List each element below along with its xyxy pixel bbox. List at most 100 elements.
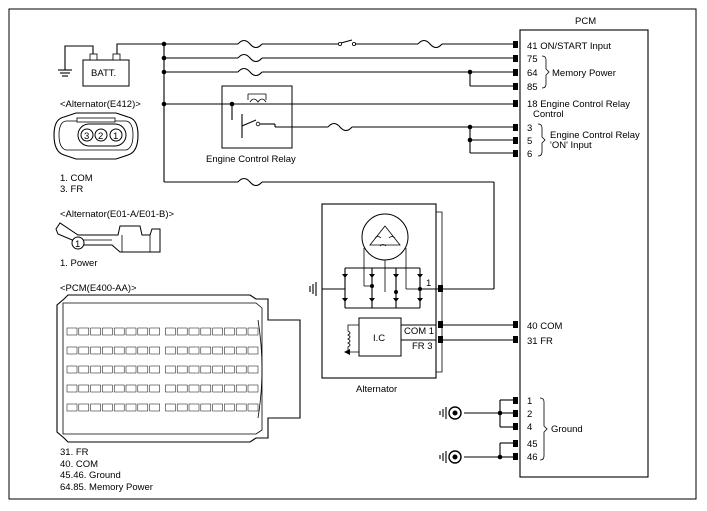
e412-legend-1: 1. COM	[60, 173, 93, 184]
e412-pin-2: 2	[98, 131, 103, 142]
pcm-connector-pin-cell	[78, 365, 90, 374]
pcm-connector-pin-cell	[235, 365, 247, 374]
pcm-connector-pin-cell	[176, 327, 188, 336]
pcm-com-label: 40 COM	[527, 321, 562, 332]
pcm-legend-2: 40. COM	[60, 459, 98, 470]
alternator-ic-label: I.C	[373, 333, 385, 344]
pcm-pin-g2: 2	[527, 409, 532, 420]
pcm-connector-pin-cell	[176, 403, 188, 412]
ecr-on-input-label: Engine Control Relay	[550, 130, 640, 141]
pcm-pin-g1: 1	[527, 396, 532, 407]
pcm-connector-pin-cell	[66, 327, 78, 336]
pcm-pin-64: 64	[527, 68, 538, 79]
pcm-pin-75: 75	[527, 54, 538, 65]
pcm-on-start-label: 41 ON/START Input	[527, 41, 611, 52]
pcm-connector-pin-cell	[125, 346, 137, 355]
ecr-control-label-2: Control	[533, 109, 564, 120]
pcm-connector-pin-cell	[149, 365, 160, 374]
ecr-control-label: 18 Engine Control Relay	[527, 99, 630, 110]
alternator-com-pin: COM 1	[404, 326, 434, 337]
pcm-connector-pin-cell	[212, 384, 223, 393]
pcm-connector-pin-cell	[66, 346, 78, 355]
ecr-on-input-label-2: 'ON' Input	[550, 140, 592, 151]
pcm-connector-pin-cell	[200, 327, 212, 336]
pcm-connector-pin-cell	[247, 327, 259, 336]
connector-e01-title: <Alternator(E01-A/E01-B)>	[60, 209, 175, 220]
e412-pin-3: 3	[84, 131, 89, 142]
pcm-connector-pin-cell	[66, 403, 78, 412]
alternator-fr-pin: FR 3	[412, 341, 433, 352]
pcm-connector-pin-cell	[90, 346, 101, 355]
pcm-connector-pin-cell	[188, 403, 200, 412]
ground-wiring	[439, 399, 513, 464]
pcm-legend-3: 45.46. Ground	[60, 470, 121, 481]
pcm-connector-pin-cell	[113, 327, 125, 336]
pcm-fr-label: 31 FR	[527, 336, 553, 347]
connector-e01: <Alternator(E01-A/E01-B)> 1 1. Power	[55, 209, 175, 269]
alternator-out-pin: 1	[426, 278, 431, 289]
pcm-connector-pin-cell	[224, 365, 235, 374]
pcm-connector-pin-cell	[149, 384, 160, 393]
pcm-connector-pin-cell	[149, 403, 160, 412]
pcm-connector-pin-cell	[188, 346, 200, 355]
pcm-connector-pin-cell	[90, 365, 101, 374]
pcm-pin-6: 6	[527, 149, 532, 160]
alternator: 1 I.C COM 1 FR 3 Alternator	[309, 203, 494, 395]
pcm-connector-pin-cell	[235, 327, 247, 336]
pcm-connector-pin-cell	[188, 365, 200, 374]
signal-wiring	[438, 321, 513, 343]
pcm-connector-pin-cell	[165, 346, 176, 355]
pcm-connector-pin-cell	[125, 365, 137, 374]
pcm-box	[519, 29, 649, 478]
pcm-connector-pin-cell	[102, 346, 113, 355]
ground-label: Ground	[551, 424, 583, 435]
alternator-label: Alternator	[356, 384, 397, 395]
pcm-connector-pin-cell	[176, 346, 188, 355]
pcm-connector-pin-cell	[125, 327, 137, 336]
power-wiring	[161, 39, 513, 289]
pcm-connector-pin-cell	[90, 327, 101, 336]
diagram-frame	[8, 8, 697, 500]
e01-pin-1: 1	[75, 239, 80, 250]
pcm-connector-pin-cell	[137, 403, 149, 412]
pcm-title: PCM	[575, 16, 596, 27]
pcm-connector-pin-cell	[137, 365, 149, 374]
pcm-connector-pin-cell	[137, 384, 149, 393]
pcm-connector-pin-cell	[176, 384, 188, 393]
pcm-connector-pin-cell	[224, 384, 235, 393]
e412-pin-1: 1	[113, 131, 118, 142]
pcm-pins	[513, 41, 518, 460]
pcm-connector-pin-cell	[78, 403, 90, 412]
pcm-connector-pin-grid	[66, 327, 259, 412]
pcm-connector-pin-cell	[78, 346, 90, 355]
pcm-pin-3: 3	[527, 123, 532, 134]
pcm-connector-pin-cell	[188, 327, 200, 336]
battery-label: BATT.	[91, 68, 116, 79]
pcm-connector-pin-cell	[113, 346, 125, 355]
pcm-legend-4: 64.85. Memory Power	[60, 482, 153, 493]
pcm-connector-pin-cell	[200, 365, 212, 374]
e01-legend-1: 1. Power	[60, 258, 98, 269]
pcm-connector-pin-cell	[200, 346, 212, 355]
pcm-connector-pin-cell	[90, 403, 101, 412]
engine-control-relay: Engine Control Relay	[206, 85, 296, 165]
pcm-connector-pin-cell	[235, 346, 247, 355]
pcm-connector-pin-cell	[247, 384, 259, 393]
memory-power-label: Memory Power	[552, 68, 616, 79]
pcm-connector-pin-cell	[113, 384, 125, 393]
pcm-connector-pin-cell	[165, 327, 176, 336]
pcm-connector-pin-cell	[235, 384, 247, 393]
pcm-connector-pin-cell	[113, 365, 125, 374]
pcm-connector-pin-cell	[212, 403, 223, 412]
pcm-connector-pin-cell	[78, 384, 90, 393]
pcm-connector-pin-cell	[66, 365, 78, 374]
pcm-connector-pin-cell	[188, 384, 200, 393]
connector-pcm: <PCM(E400-AA)> 31. FR 40. COM 45.46. Gro…	[56, 283, 301, 493]
pcm-legend-1: 31. FR	[60, 447, 89, 458]
pcm-connector-pin-cell	[125, 403, 137, 412]
pcm-connector-pin-cell	[165, 365, 176, 374]
pcm-connector-pin-cell	[235, 403, 247, 412]
pcm-connector-pin-cell	[247, 365, 259, 374]
pcm-connector-pin-cell	[212, 327, 223, 336]
